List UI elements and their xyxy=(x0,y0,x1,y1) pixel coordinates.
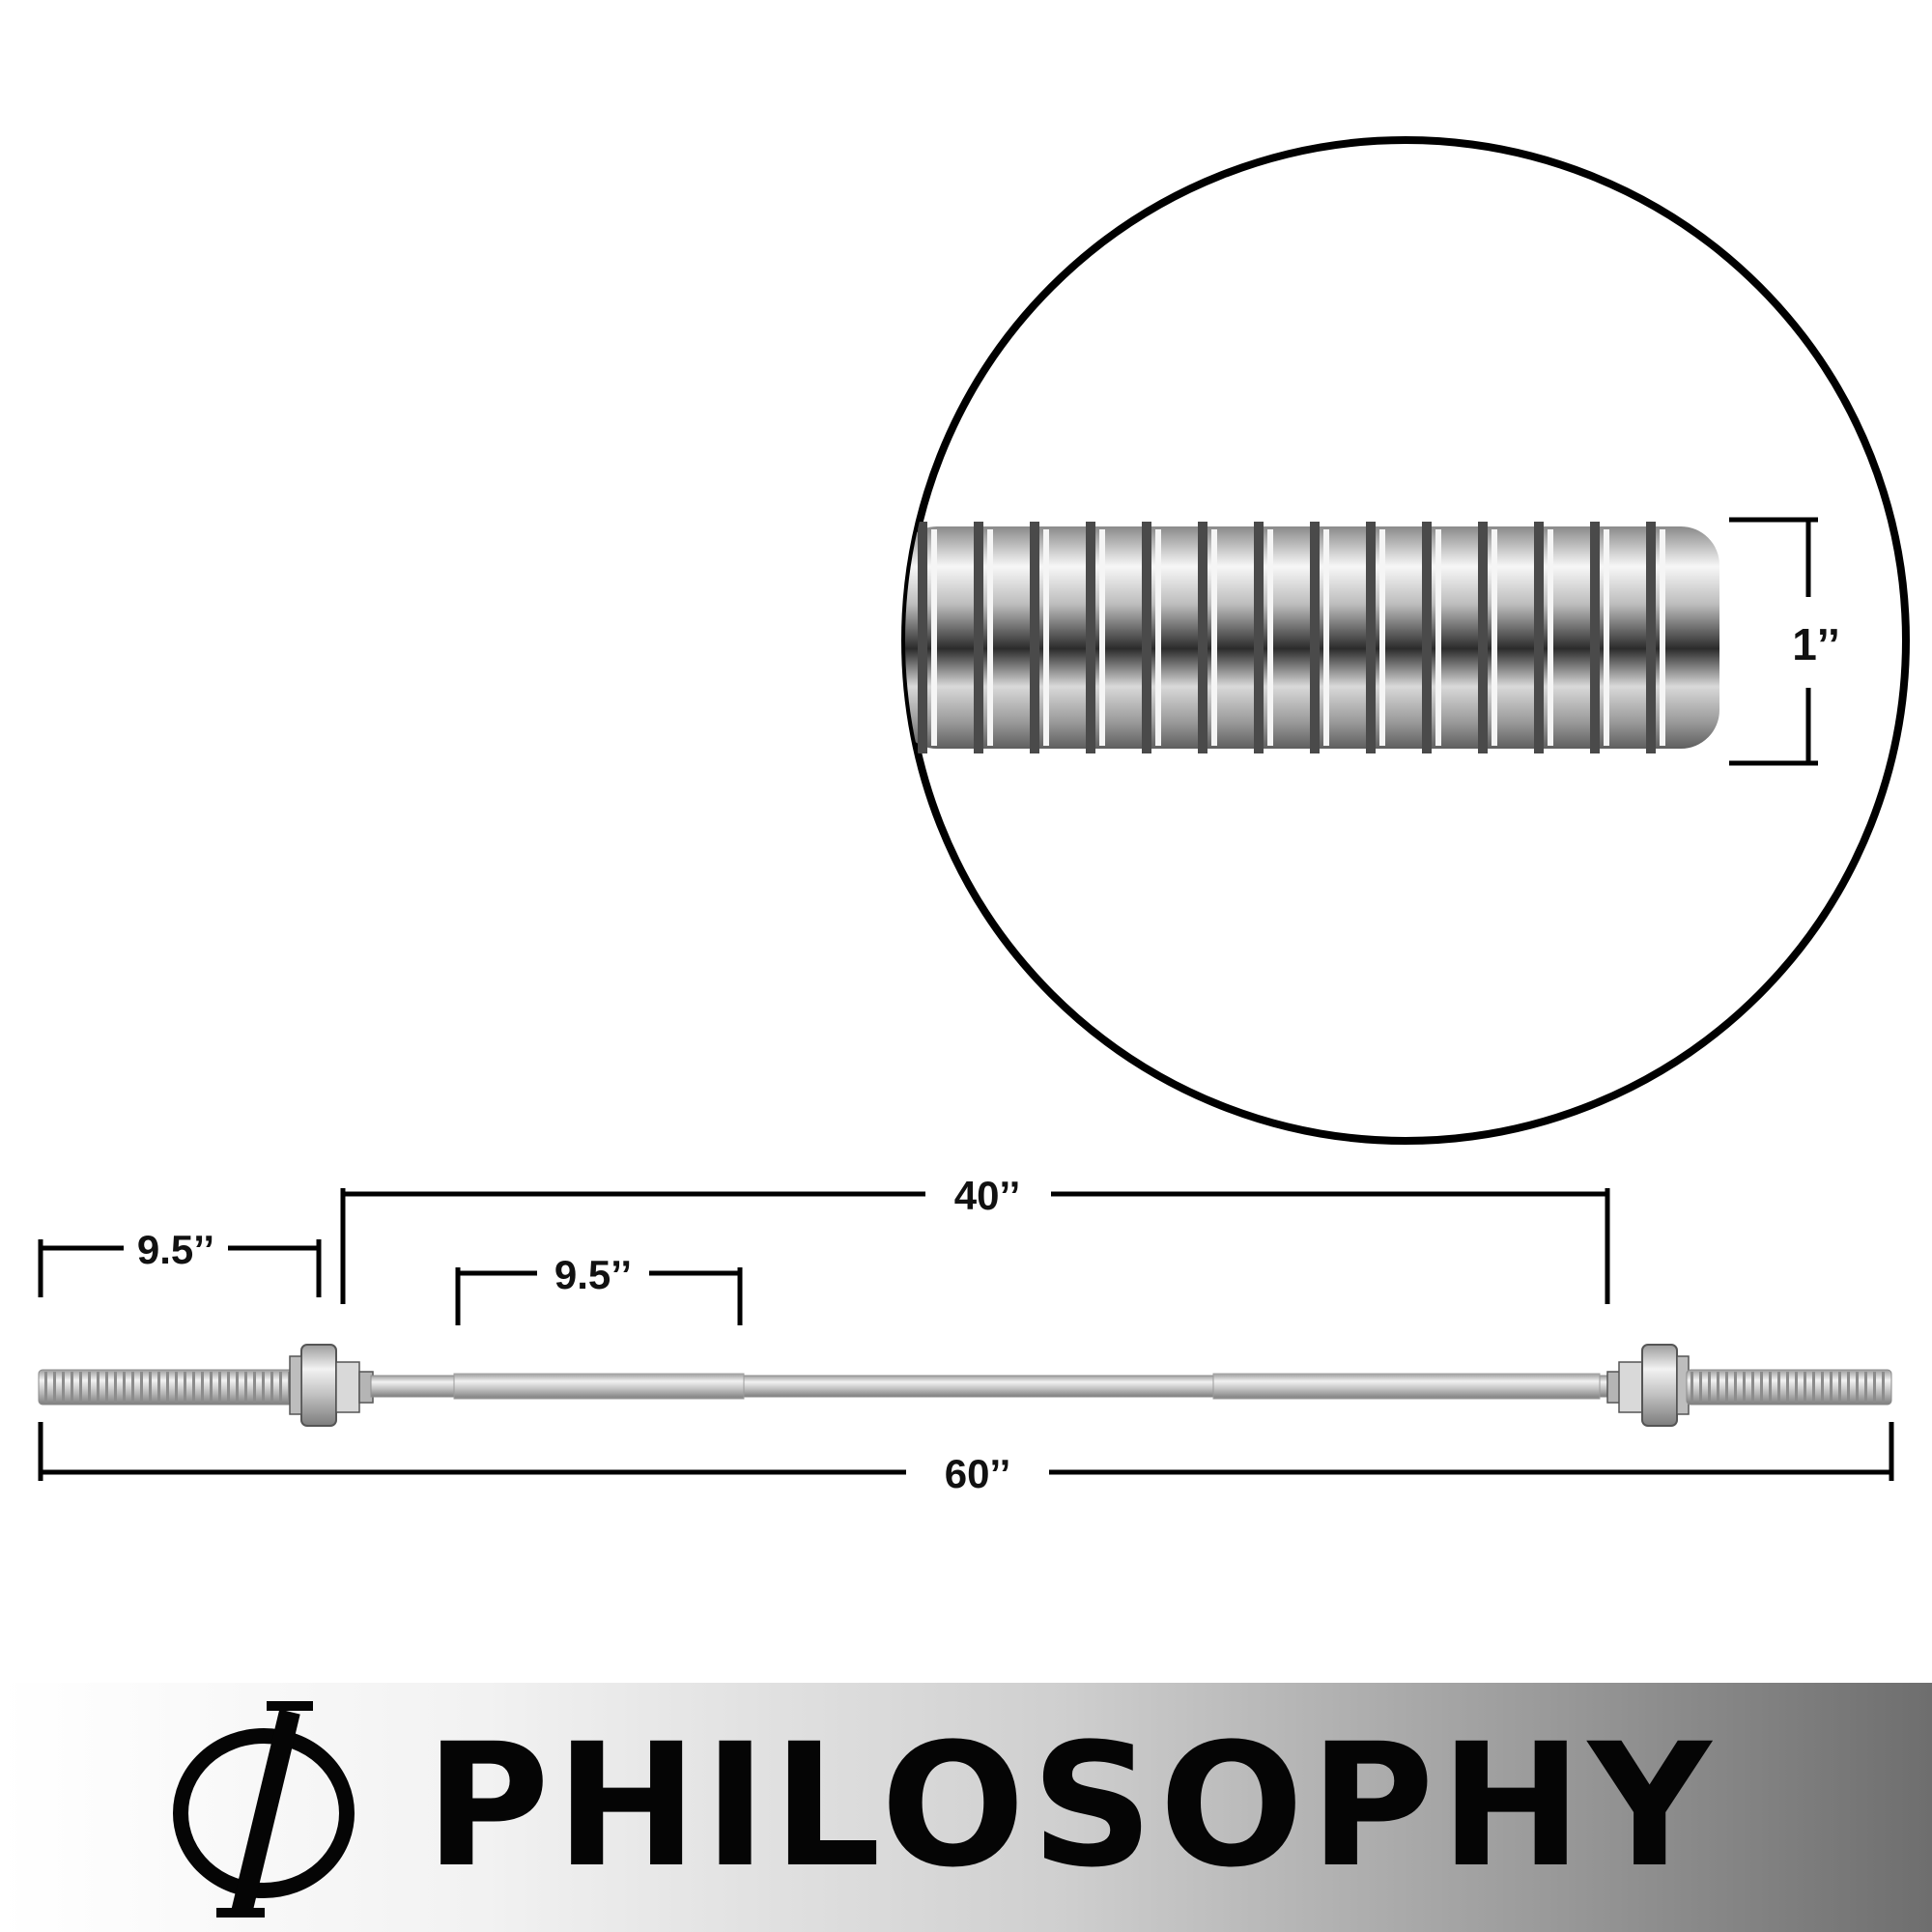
barbell xyxy=(38,1344,1892,1427)
thread-ridge xyxy=(1323,529,1329,746)
thread-ridge xyxy=(53,1372,56,1403)
thread-ridge xyxy=(88,1372,91,1403)
thread-ridge xyxy=(210,1372,213,1403)
thread-ridge xyxy=(184,1372,186,1403)
thread-ridge xyxy=(1856,1372,1859,1403)
thread-ridge xyxy=(1548,529,1553,746)
thread-ridge xyxy=(1422,522,1432,753)
thread-ridge xyxy=(262,1372,265,1403)
thread-ridge xyxy=(1725,1372,1728,1403)
thread-ridge xyxy=(227,1372,230,1403)
thread-ridge xyxy=(1708,1372,1711,1403)
thread-ridge xyxy=(1777,1372,1780,1403)
phi-logo-icon xyxy=(173,1701,355,1918)
dimension-lines xyxy=(38,1188,1894,1481)
thread-ridge xyxy=(1830,1372,1833,1403)
thread-ridge xyxy=(1043,529,1049,746)
thread-ridge xyxy=(1155,529,1161,746)
zoom-callout: 1’’ xyxy=(901,136,1910,1145)
thread-ridge xyxy=(1646,522,1656,753)
thread-ridge xyxy=(1804,1372,1806,1403)
thread-ridge xyxy=(1254,522,1264,753)
thread-ridge xyxy=(105,1372,108,1403)
thread-ridge xyxy=(987,529,993,746)
thread-ridge xyxy=(1492,529,1497,746)
right-knurled-grip xyxy=(1212,1373,1601,1400)
thread-ridge xyxy=(1699,1372,1702,1403)
thread-ridge xyxy=(218,1372,221,1403)
thread-ridge xyxy=(1882,1372,1885,1403)
sleeve-length-label: 9.5’’ xyxy=(137,1227,214,1272)
thread-ridge xyxy=(1366,522,1376,753)
thread-ridge xyxy=(931,529,937,746)
thread-ridges xyxy=(918,522,1665,753)
thread-ridge xyxy=(44,1372,47,1403)
grip-length-label: 9.5’’ xyxy=(554,1252,632,1297)
thread-ridge xyxy=(1769,1372,1772,1403)
thread-ridge xyxy=(1786,1372,1789,1403)
thread-ridge xyxy=(1435,529,1441,746)
thread-ridge xyxy=(1267,529,1273,746)
thread-ridge xyxy=(123,1372,126,1403)
thread-ridge xyxy=(1534,522,1544,753)
thread-ridge xyxy=(1821,1372,1824,1403)
thread-ridge xyxy=(1760,1372,1763,1403)
thread-ridge xyxy=(1310,522,1320,753)
overall-length-label: 60’’ xyxy=(945,1451,1011,1496)
thread-ridge xyxy=(279,1372,282,1403)
thread-ridge xyxy=(114,1372,117,1403)
thread-ridge xyxy=(918,522,927,753)
thread-ridge xyxy=(1690,1372,1693,1403)
brand-name: PHILOSOPHY xyxy=(425,1707,1718,1905)
thread-ridge xyxy=(192,1372,195,1403)
thread-ridge xyxy=(1743,1372,1746,1403)
thread-ridge xyxy=(1142,522,1151,753)
thread-ridge xyxy=(1478,522,1488,753)
thread-ridge xyxy=(1086,522,1095,753)
thread-ridge xyxy=(1211,529,1217,746)
thread-ridge xyxy=(175,1372,178,1403)
thread-ridge xyxy=(1030,522,1039,753)
diameter-label: 1’’ xyxy=(1792,619,1839,669)
thread-ridge xyxy=(244,1372,247,1403)
thread-ridge xyxy=(166,1372,169,1403)
thread-ridge xyxy=(201,1372,204,1403)
thread-ridge xyxy=(270,1372,273,1403)
thread-ridge xyxy=(1604,529,1609,746)
thread-ridge xyxy=(97,1372,99,1403)
brand-banner xyxy=(0,1683,1932,1932)
thread-ridge xyxy=(253,1372,256,1403)
thread-ridge xyxy=(157,1372,160,1403)
thread-ridge xyxy=(1873,1372,1876,1403)
thread-ridge xyxy=(62,1372,65,1403)
diameter-dimension-line xyxy=(1729,517,1818,766)
thread-ridge xyxy=(1734,1372,1737,1403)
thread-ridge xyxy=(1198,522,1208,753)
left-spin-lock-collar xyxy=(289,1344,374,1427)
thread-ridge xyxy=(974,522,983,753)
thread-ridge xyxy=(71,1372,73,1403)
thread-ridge xyxy=(1379,529,1385,746)
thread-ridge xyxy=(1812,1372,1815,1403)
thread-ridge xyxy=(1751,1372,1754,1403)
inner-length-label: 40’’ xyxy=(954,1173,1021,1218)
thread-ridge xyxy=(1838,1372,1841,1403)
right-spin-lock-collar xyxy=(1606,1344,1690,1427)
thread-ridge xyxy=(1864,1372,1867,1403)
thread-ridge xyxy=(140,1372,143,1403)
threaded-sleeve-closeup xyxy=(905,522,1719,753)
thread-ridge xyxy=(1795,1372,1798,1403)
thread-ridge xyxy=(131,1372,134,1403)
thread-ridge xyxy=(1717,1372,1719,1403)
right-sleeve-threads xyxy=(1690,1372,1885,1403)
thread-ridge xyxy=(149,1372,152,1403)
left-knurled-grip xyxy=(453,1373,745,1400)
thread-ridge xyxy=(1660,529,1665,746)
thread-ridge xyxy=(1847,1372,1850,1403)
thread-ridge xyxy=(236,1372,239,1403)
thread-ridge xyxy=(1590,522,1600,753)
thread-ridge xyxy=(79,1372,82,1403)
thread-ridge xyxy=(1099,529,1105,746)
